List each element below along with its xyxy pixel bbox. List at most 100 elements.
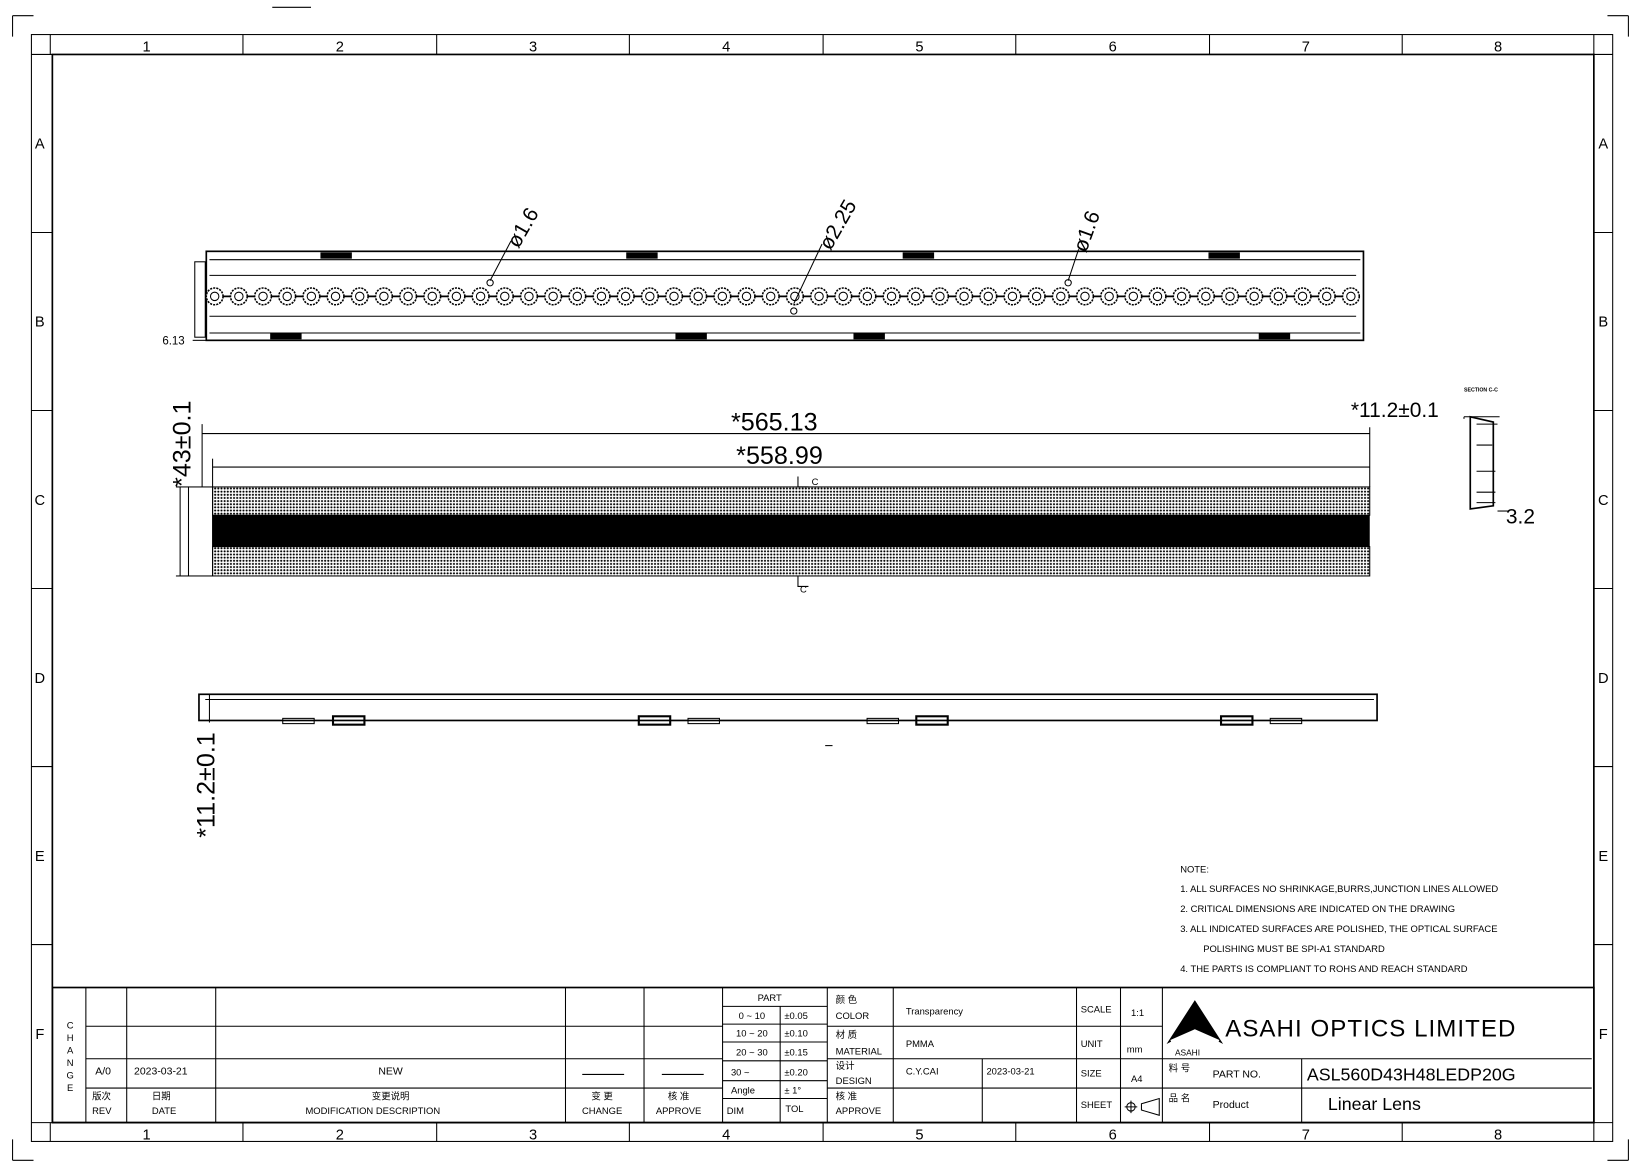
hdr-rev-cn: 版次 <box>92 1091 111 1102</box>
led-lens <box>326 287 345 306</box>
led-lens-core <box>451 291 462 302</box>
led-lens <box>979 287 998 306</box>
led-lens <box>205 287 224 306</box>
row-label: F <box>35 1027 44 1043</box>
part-no: ASL560D43H48LEDP20G <box>1307 1065 1516 1085</box>
row-label: B <box>1598 315 1608 331</box>
led-lens-core <box>1031 291 1042 302</box>
led-lens-core <box>1104 291 1114 302</box>
led-lens <box>761 287 780 306</box>
led-lens <box>350 287 369 306</box>
unit-label: UNIT <box>1081 1038 1103 1049</box>
note-1: 1. ALL SURFACES NO SHRINKAGE,BURRS,JUNCT… <box>1180 883 1498 894</box>
led-lens-core <box>282 291 292 302</box>
hdr-approve-cn: 核 准 <box>668 1091 689 1102</box>
led-lens-core <box>427 291 437 302</box>
led-lens-core <box>862 291 873 302</box>
led-lens <box>930 287 950 306</box>
designer: C.Y.CAI <box>906 1065 939 1076</box>
led-lens <box>1148 287 1167 306</box>
led-lens-core <box>1080 291 1090 302</box>
led-lens-core <box>1176 291 1187 302</box>
hdr-date-cn: 日期 <box>152 1091 171 1102</box>
row-label: A <box>1598 137 1608 153</box>
row-label: E <box>35 849 45 865</box>
tol-range: 30 ~ <box>731 1066 750 1077</box>
product-cn: 品 名 <box>1169 1093 1190 1104</box>
led-lens <box>374 287 394 306</box>
change-letter: C <box>67 1019 74 1030</box>
led-lens <box>882 287 901 306</box>
column-label: 4 <box>722 1127 730 1143</box>
led-lens-core <box>669 291 679 302</box>
led-lens-core <box>572 291 583 302</box>
led-lens-core <box>209 291 220 302</box>
led-lens <box>640 287 659 306</box>
led-lens-core <box>1225 291 1235 302</box>
led-lens-core <box>500 291 510 302</box>
tol-range: 0 ~ 10 <box>739 1010 765 1021</box>
led-lens-core <box>379 291 389 302</box>
led-lens-core <box>983 291 993 302</box>
led-lens <box>906 287 925 306</box>
column-label: 1 <box>143 39 151 55</box>
side-view: *11.2±0.1 <box>193 693 1378 838</box>
led-lens-core <box>1056 291 1066 302</box>
hdr-desc: MODIFICATION DESCRIPTION <box>305 1105 440 1116</box>
led-lens <box>253 287 273 306</box>
led-lens <box>1124 287 1143 306</box>
approve-cn: 核 准 <box>836 1091 857 1102</box>
row-label: D <box>1598 671 1609 687</box>
led-lens <box>1269 287 1288 306</box>
led-lens <box>737 287 756 306</box>
section-view: SECTION C-C *11.2±0.1 3.2 <box>1351 388 1535 529</box>
dim-hole-center: ø2.25 <box>815 196 862 254</box>
approve-label: APPROVE <box>836 1105 881 1116</box>
led-lens-core <box>548 291 558 302</box>
hdr-change: CHANGE <box>582 1105 622 1116</box>
color-label: COLOR <box>836 1010 870 1021</box>
led-lens <box>713 287 732 306</box>
led-lens <box>1341 287 1361 306</box>
led-lens <box>592 287 611 306</box>
column-label: 3 <box>529 1127 537 1143</box>
hdr-date: DATE <box>152 1105 176 1116</box>
note-3-cont: POLISHING MUST BE SPI-A1 STANDARD <box>1203 943 1385 954</box>
column-label: 8 <box>1494 39 1502 55</box>
led-lens <box>1317 287 1336 306</box>
unit-value: mm <box>1127 1043 1143 1054</box>
design-cn: 设计 <box>836 1060 855 1071</box>
led-lens <box>519 287 539 306</box>
change-letter: E <box>67 1082 73 1093</box>
led-lens-core <box>258 291 268 302</box>
led-lens <box>1196 287 1216 306</box>
tol-value: ±0.05 <box>784 1010 807 1021</box>
led-lens <box>1245 287 1264 306</box>
notes-title: NOTE: <box>1180 863 1209 874</box>
led-lens <box>302 287 321 306</box>
row-label: E <box>1598 849 1608 865</box>
scale-label: SCALE <box>1081 1004 1112 1015</box>
led-lens <box>568 287 587 306</box>
led-lens <box>1051 287 1070 306</box>
row-label: B <box>35 315 45 331</box>
hdr-change-cn: 变 更 <box>591 1091 613 1102</box>
product-label: Product <box>1213 1100 1249 1111</box>
led-lens-core <box>1273 291 1284 302</box>
led-lens-core <box>1346 291 1356 302</box>
led-lens <box>1293 287 1312 306</box>
product-name: Linear Lens <box>1328 1094 1421 1114</box>
led-lens-core <box>838 291 848 302</box>
design-date: 2023-03-21 <box>986 1065 1034 1076</box>
section-title: SECTION C-C <box>1464 388 1498 394</box>
led-lens <box>858 287 877 306</box>
column-label: 2 <box>336 1127 344 1143</box>
led-lens <box>954 287 974 306</box>
row-label: A <box>35 137 45 153</box>
color-cn: 颜 色 <box>836 994 858 1005</box>
led-lens-core <box>935 291 945 302</box>
led-lens-core <box>645 291 655 302</box>
led-lens <box>689 287 708 306</box>
led-lens-core <box>1201 291 1211 302</box>
part-no-cn: 料 号 <box>1169 1062 1190 1073</box>
